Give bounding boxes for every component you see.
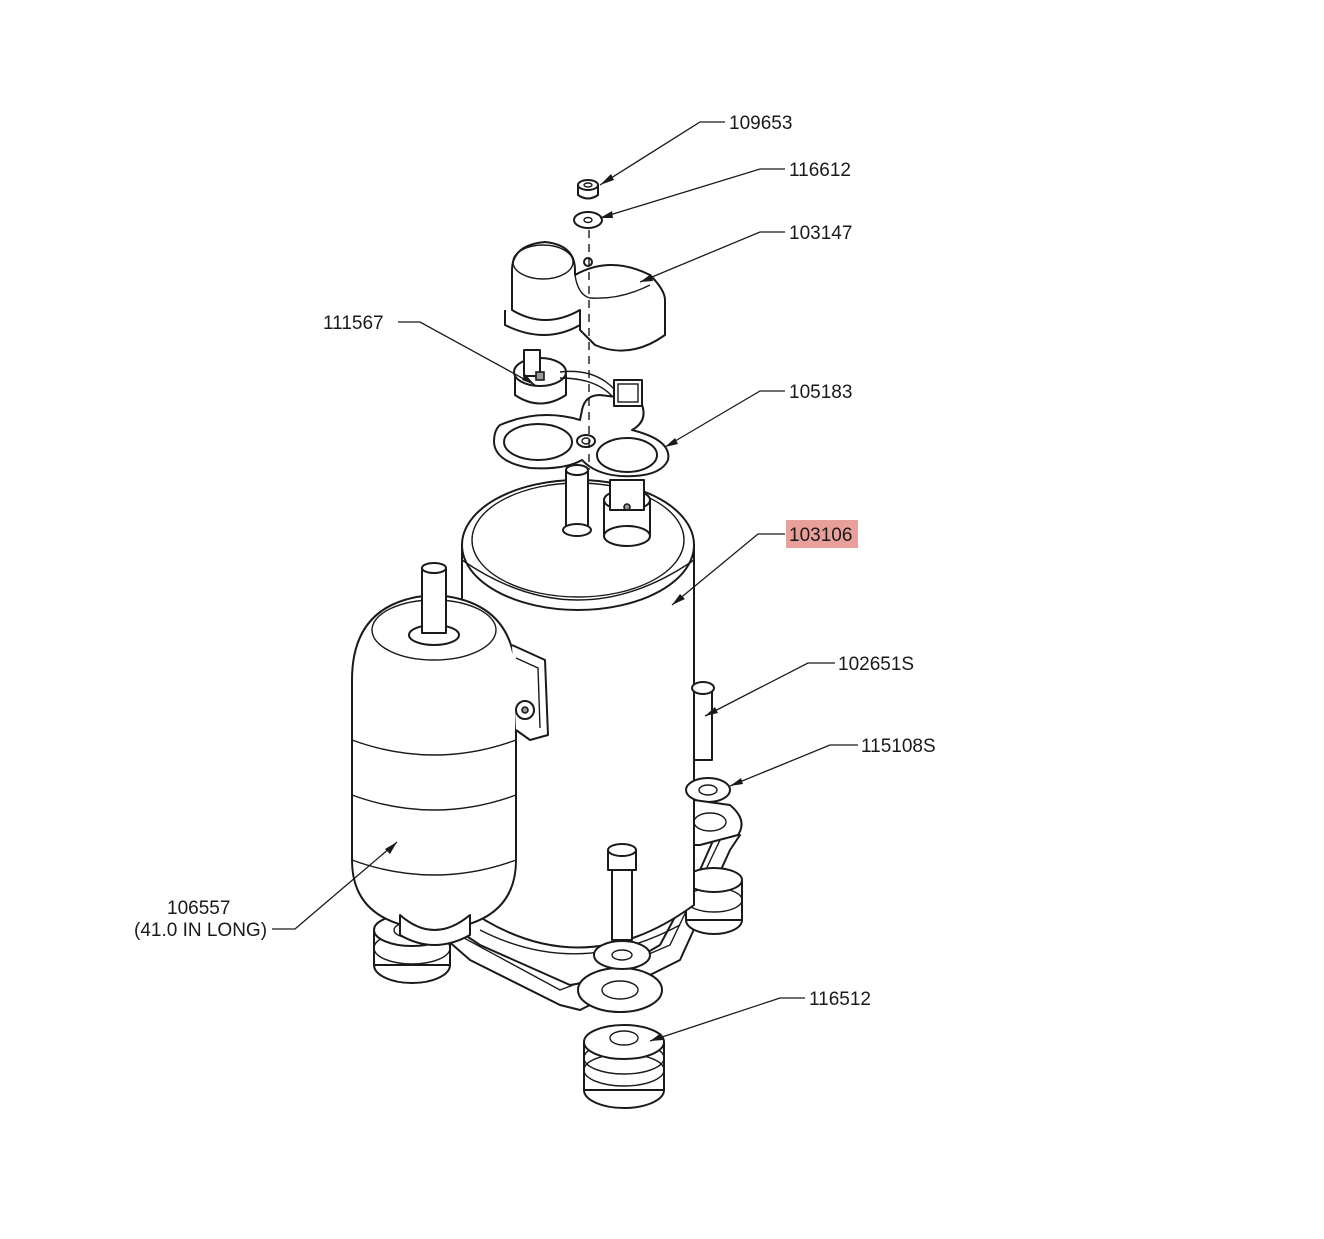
overload-protector xyxy=(513,349,643,407)
callout-terminal-cover: 103147 xyxy=(789,223,852,244)
callout-compressor: 103106 xyxy=(789,525,852,546)
top-washer xyxy=(573,211,603,229)
leader-lines xyxy=(272,121,858,1042)
grommet-rear-right xyxy=(685,867,743,935)
grommet-front xyxy=(583,1024,665,1109)
front-washer xyxy=(577,940,663,1013)
callout-side-bolt: 102651S xyxy=(838,654,914,675)
callout-accumulator-length: (41.0 IN LONG) xyxy=(134,920,267,941)
terminal-cover xyxy=(504,241,666,352)
front-bolt xyxy=(607,843,637,941)
highlight-box xyxy=(786,520,858,548)
accumulator-clamp xyxy=(511,644,549,741)
accumulator xyxy=(351,562,517,946)
callout-side-washer: 115108S xyxy=(861,736,936,757)
callout-grommet: 116512 xyxy=(809,989,871,1010)
gasket xyxy=(493,394,670,478)
callout-top-washer: 116612 xyxy=(789,160,851,181)
compressor-top-fittings xyxy=(562,464,651,547)
callout-nut: 109653 xyxy=(729,113,792,134)
callout-accumulator: 106557 xyxy=(167,898,230,919)
callout-gasket: 105183 xyxy=(789,382,852,403)
callout-overload: 111567 xyxy=(323,313,384,334)
side-washer xyxy=(685,777,731,803)
top-nut xyxy=(577,179,599,200)
side-bolt xyxy=(691,681,715,761)
rear-mount-foot xyxy=(693,799,743,846)
